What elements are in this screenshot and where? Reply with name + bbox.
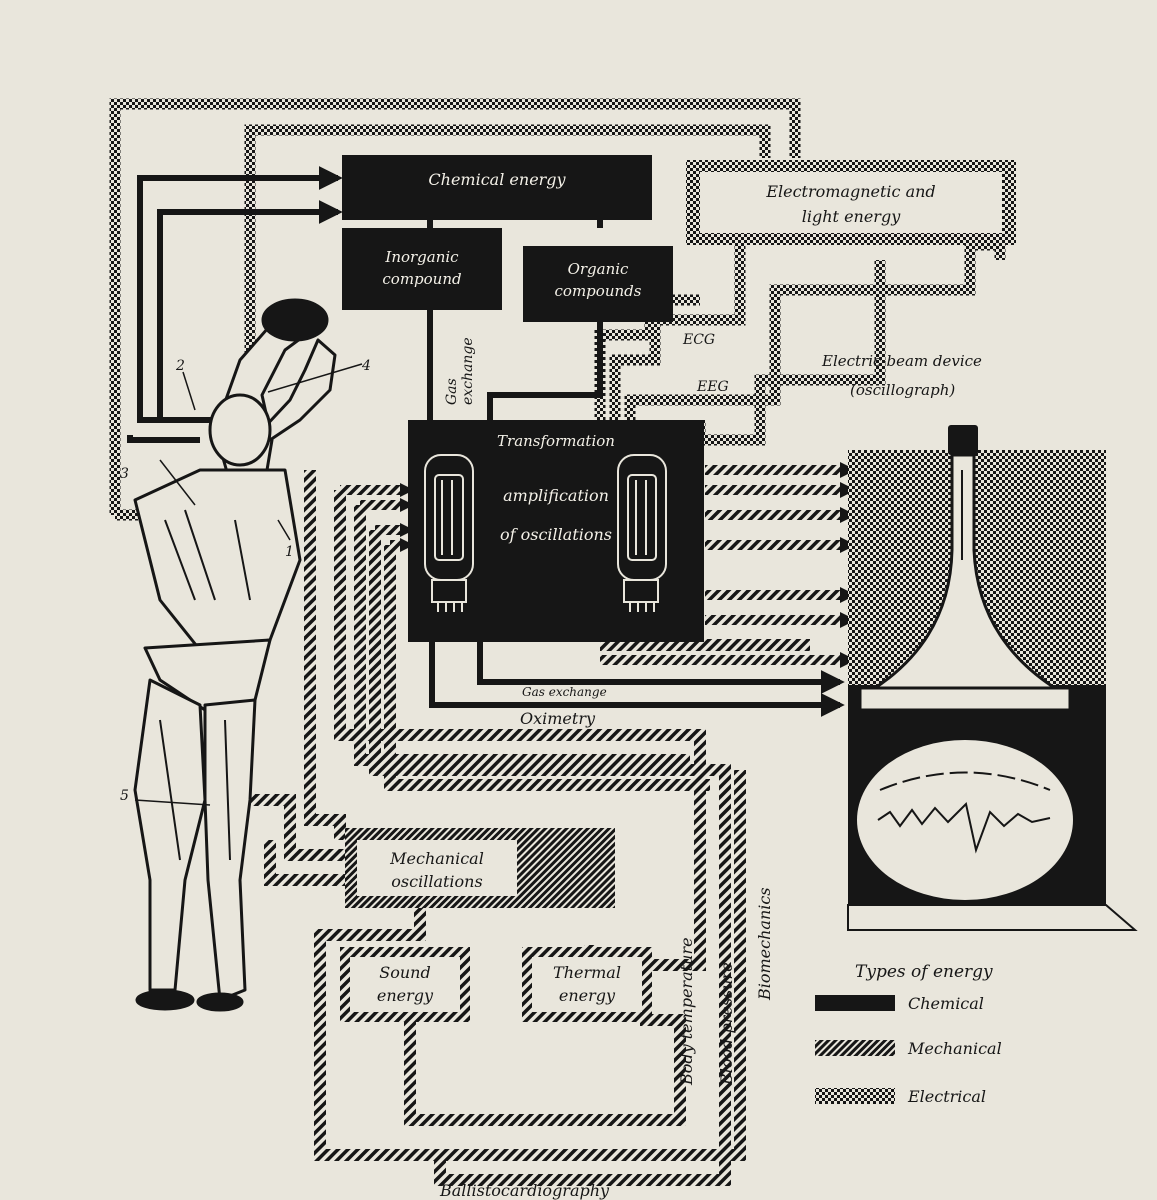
inorganic-label-1: Inorganic <box>384 248 459 266</box>
exchange-label-vertical: exchange <box>460 337 476 405</box>
legend-label-mechanical: Mechanical <box>907 1039 1002 1058</box>
legend-swatch-mechanical <box>815 1040 895 1056</box>
electromagnetic-label-1: Electromagnetic and <box>765 182 935 201</box>
thermal-label-2: energy <box>559 986 616 1005</box>
gas-exchange-label: Gas exchange <box>522 685 607 699</box>
legend: Types of energy Chemical Mechanical Elec… <box>815 962 1002 1106</box>
marker-3: 3 <box>120 466 129 482</box>
transformation-label-1: Transformation <box>497 432 615 450</box>
oscillograph-device <box>847 425 1138 931</box>
device-label-1: Electric-beam device <box>821 352 982 370</box>
thermal-energy-box: Thermal energy <box>522 947 652 1022</box>
chemical-energy-label: Chemical energy <box>428 170 566 189</box>
inorganic-label-2: compound <box>382 270 461 288</box>
chemical-energy-box: Chemical energy <box>342 155 652 220</box>
body-temperature-label: Body temperature <box>677 937 696 1086</box>
mechanical-flow-lines <box>205 470 810 1186</box>
legend-title: Types of energy <box>855 962 993 982</box>
transformation-label-2: amplification <box>503 486 609 505</box>
inorganic-compound-box: Inorganic compound <box>342 228 502 310</box>
electromagnetic-box: Electromagnetic and light energy <box>686 160 1016 245</box>
oscillogram-trace <box>877 801 1051 854</box>
electromagnetic-label-2: light energy <box>802 207 901 226</box>
blood-pressure-label: Blood pressure <box>717 962 736 1086</box>
marker-2: 2 <box>175 358 185 374</box>
organic-label-1: Organic <box>568 260 629 278</box>
legend-label-chemical: Chemical <box>908 994 984 1013</box>
transformation-box: Transformation amplification of oscillat… <box>408 420 704 642</box>
sound-energy-box: Sound energy <box>340 947 470 1022</box>
sound-label-2: energy <box>377 986 434 1005</box>
oximetry-label: Oximetry <box>520 709 596 728</box>
device-label-2: (oscillograph) <box>850 381 955 399</box>
chemical-flow-lines <box>127 166 845 717</box>
ecg-label: ECG <box>682 332 715 348</box>
figure-leader-lines <box>134 363 363 806</box>
mechanical-arrows-to-screen <box>600 465 840 665</box>
ballistocardiography-label: Ballistocardiography <box>439 1181 610 1200</box>
mechanical-label-2: oscillations <box>391 872 482 891</box>
legend-label-electrical: Electrical <box>907 1087 986 1106</box>
mechanical-inputs-to-transformer <box>340 485 400 550</box>
sound-label-1: Sound <box>379 963 430 982</box>
organic-label-2: compounds <box>555 282 642 300</box>
transformation-label-3: of oscillations <box>500 525 612 544</box>
legend-swatch-chemical <box>815 995 895 1011</box>
marker-5: 5 <box>120 788 129 804</box>
human-figure <box>133 298 337 1012</box>
marker-1: 1 <box>285 544 294 560</box>
organic-compounds-box: Organic compounds <box>523 246 673 322</box>
vacuum-tube-left-icon <box>424 454 474 612</box>
vacuum-tube-right-icon <box>617 454 667 612</box>
biomechanics-label: Biomechanics <box>755 887 774 1001</box>
gas-label-vertical: Gas <box>444 378 460 405</box>
thermal-label-1: Thermal <box>553 963 621 982</box>
legend-swatch-electrical <box>815 1088 895 1104</box>
mechanical-oscillations-box: Mechanical oscillations <box>345 828 615 908</box>
eeg-label: EEG <box>696 379 729 395</box>
marker-4: 4 <box>361 358 371 374</box>
mechanical-label-1: Mechanical <box>389 849 484 868</box>
